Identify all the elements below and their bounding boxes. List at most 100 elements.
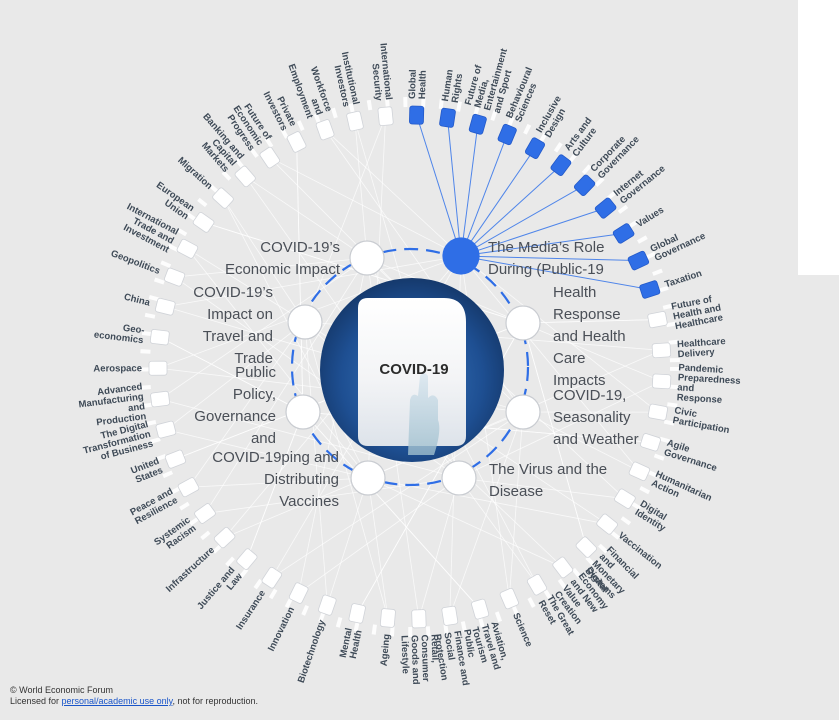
outer-node-label-line: Participation	[672, 415, 731, 436]
outer-node-box	[318, 594, 337, 616]
outer-node-box	[628, 461, 651, 481]
outer-node-geo-economics[interactable]: Geo-economics	[93, 319, 170, 346]
license-suffix: , not for reproduction.	[172, 696, 258, 706]
inner-node-label-line: and Health	[553, 328, 626, 345]
outer-node-geopolitics[interactable]: Geopolitics	[109, 248, 186, 287]
link	[269, 157, 462, 257]
inner-node-label-line: Policy,	[233, 386, 276, 403]
outer-node-box	[596, 513, 618, 535]
outer-node-box	[148, 360, 168, 376]
link	[188, 477, 369, 488]
outer-node-label-line: Rights	[450, 73, 465, 104]
inner-node-label-line: Disease	[489, 483, 543, 500]
outer-node-label-line: Innovation	[266, 605, 297, 653]
outer-node-label: Insurance	[234, 588, 268, 632]
link	[159, 336, 304, 413]
inner-node-dot	[285, 394, 321, 430]
outer-node-ageing[interactable]: Ageing	[379, 608, 396, 667]
outer-node-box	[149, 329, 170, 346]
link-active	[460, 184, 585, 257]
outer-node-label-line: Social	[441, 632, 456, 661]
outer-node-label-line: Geo-	[122, 323, 145, 336]
inner-node-label-line: Health	[553, 284, 596, 301]
outer-node-label-line: and	[127, 401, 145, 414]
outer-node-label: Geo-economics	[93, 323, 145, 346]
outer-node-label-line: and	[308, 97, 324, 117]
outer-node-label-line: and	[677, 382, 695, 394]
inner-node-label-line: COVID-19ping and	[212, 449, 339, 466]
outer-node-label-line: China	[123, 292, 152, 309]
outer-node-label-line: Health	[417, 70, 429, 100]
outer-node-label-line: Governance	[663, 447, 719, 474]
inner-node-label-line: and	[251, 430, 276, 447]
outer-node-box	[647, 403, 668, 421]
link	[187, 248, 369, 479]
side-panel-edge	[798, 270, 839, 275]
outer-node-box	[379, 608, 396, 628]
link	[354, 121, 368, 259]
outer-node-biotechnology[interactable]: Biotechnology	[296, 594, 337, 685]
center-node-covid19[interactable]: COVID-19	[320, 278, 504, 462]
outer-node-box	[234, 165, 256, 188]
link	[326, 477, 369, 606]
outer-node-label: China	[123, 292, 152, 309]
outer-node-china[interactable]: China	[123, 292, 176, 316]
inner-node-label-line: Governance	[194, 408, 276, 425]
outer-node-aerospace[interactable]: Aerospace	[93, 360, 168, 376]
outer-node-box	[288, 582, 309, 604]
outer-node-label-line: Goods and	[409, 635, 422, 685]
outer-node-label-line: Human	[440, 68, 456, 102]
link	[304, 321, 389, 619]
link	[304, 321, 328, 606]
outer-node-taxation[interactable]: Taxation	[639, 268, 704, 299]
outer-node-active-box	[524, 137, 546, 159]
link	[246, 411, 304, 560]
license-link[interactable]: personal/academic use only	[61, 696, 173, 706]
outer-node-box	[552, 556, 574, 579]
outer-node-label-line: Taxation	[663, 268, 703, 290]
inner-node-label-line: Distributing	[264, 471, 339, 488]
outer-node-box	[526, 573, 548, 596]
